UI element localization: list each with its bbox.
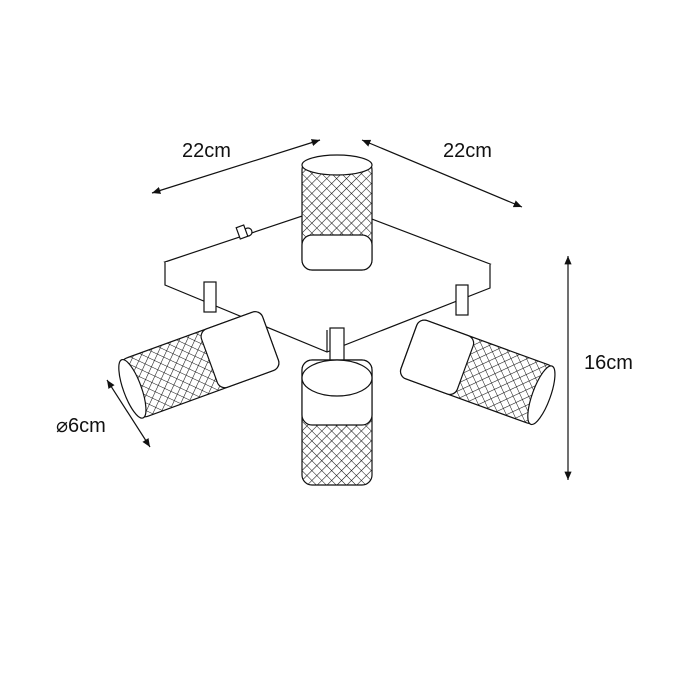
diameter-label: ⌀6cm [56, 415, 106, 437]
width-left-label: 22cm [182, 140, 231, 162]
diameter-arrow [106, 379, 151, 448]
width-right-arrow [361, 139, 523, 208]
left-spot [118, 281, 280, 419]
front-spot [301, 327, 373, 486]
width-right-label: 22cm [443, 140, 492, 162]
top-spot [301, 154, 373, 271]
width-left-arrow [151, 139, 321, 194]
right-spot [399, 284, 556, 426]
height-label: 16cm [584, 352, 633, 374]
